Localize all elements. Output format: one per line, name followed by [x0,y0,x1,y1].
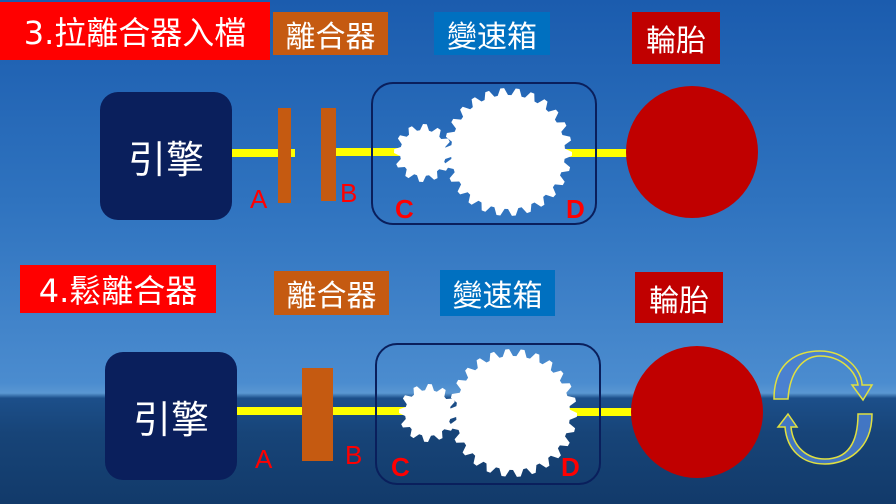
step3-large-gear-icon [444,88,572,216]
step3-label-d: D [566,194,585,224]
step3-clutch-label: 離合器 [273,12,388,55]
step3-shaft-engine [225,149,295,157]
step3-title: 3.拉離合器入檔 [0,2,270,60]
step4-tire-label: 輪胎 [635,272,723,323]
step4-large-gear-icon [449,349,577,477]
step4-gearbox [375,343,601,485]
step3-label-b: B [340,178,358,208]
rotation-arrow-bottom-icon [776,412,873,465]
step3-tire [626,86,758,218]
step3-label-a: A [250,184,268,214]
step3-clutch-plate-a [278,108,291,203]
step3-gearbox [371,82,597,225]
step3-tire-label: 輪胎 [632,12,720,64]
step3-label-c: C [395,194,414,224]
step3-small-gear-icon [394,124,452,182]
step3-gearbox-label: 變速箱 [434,12,550,55]
step4-label-a: A [255,444,273,474]
step4-label-d: D [561,452,580,482]
step3-engine: 引擎 [100,92,232,220]
step4-shaft-tire [565,408,637,416]
step3-shaft-gearbox [330,148,410,156]
step4-label-c: C [391,452,410,482]
step4-gearbox-label: 變速箱 [440,270,555,316]
step4-clutch-label: 離合器 [274,271,389,315]
step4-engine: 引擎 [105,352,237,480]
step4-title: 4.鬆離合器 [20,265,216,313]
step4-label-b: B [345,440,363,470]
rotation-arrow-top-icon [773,350,874,402]
step4-clutch-engaged [302,368,333,461]
step4-small-gear-icon [399,384,457,442]
step3-clutch-plate-b [321,108,336,201]
step4-tire [631,346,763,478]
